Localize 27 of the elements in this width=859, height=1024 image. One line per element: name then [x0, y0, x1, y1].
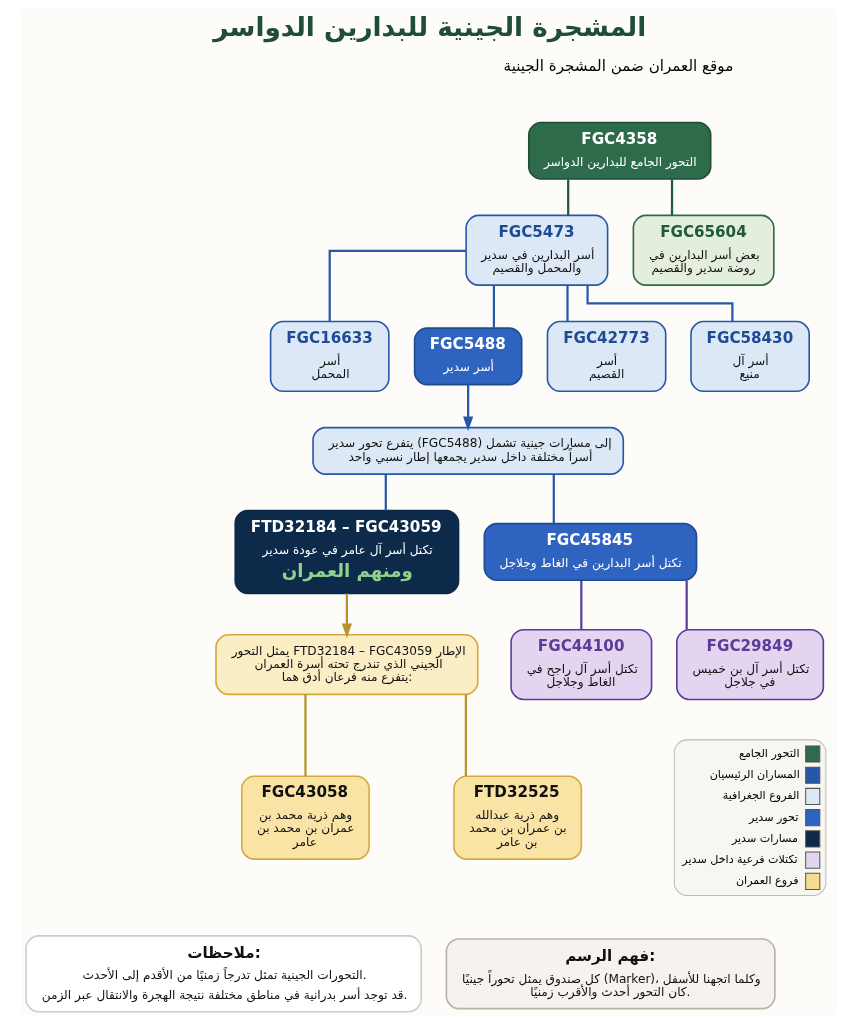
connector	[579, 580, 582, 630]
legend-label: تحور سدير	[748, 810, 798, 824]
diagram-title: المشجرة الجينية للبدارين الدواسر	[212, 12, 646, 43]
legend-label: فروع العمران	[735, 874, 799, 888]
connector	[670, 179, 673, 216]
legend-label: التحور الجامع	[738, 746, 799, 760]
legend-label: تكتلات فرعية داخل سدير	[681, 852, 798, 866]
label: موقع العمران ضمن المشجرة الجينية	[503, 57, 733, 76]
connector	[464, 694, 467, 776]
node-box: فهم الرسم: كل صندوق يمثل تحوراً جينيًا (Marker)، وكلما اتجهنا للأسفل كان التحور أحدث والأقرب زمنيًا.	[445, 938, 776, 1010]
legend-label: مسارات سدير	[731, 831, 798, 845]
arrow	[462, 384, 473, 431]
connector	[685, 580, 688, 630]
connector	[565, 285, 569, 322]
node-box: ملاحظات: التحورات الجينية تمثل تدرجاً زمنيًا من الأقدم إلى الأحدث. قد توجد أسر بدرانية في مناطق مختلفة نتيجة الهجرة والانتقال عبر الزمن.	[24, 935, 422, 1013]
connector	[303, 694, 307, 776]
connector	[585, 285, 733, 322]
connector	[552, 474, 555, 524]
connector	[566, 179, 569, 216]
arrow	[341, 593, 352, 639]
connector	[384, 474, 387, 511]
connector	[492, 285, 495, 328]
node-box: يتفرع تحور سدير (FGC5488) إلى مسارات جينية تشمل أسراً مختلفة داخل سدير يجمعها إطار نسبي واحد	[311, 426, 624, 475]
legend-label: الفروع الجغرافية	[722, 789, 799, 803]
node-box: يمثل التحور FTD32184 – FGC43059 الإطار الجيني الذي تندرج تحته أسرة العمران يتفرع منه فرعان أدق هما:	[214, 633, 479, 696]
legend-label: المساران الرئيسيان	[709, 768, 800, 782]
connector	[328, 249, 466, 322]
